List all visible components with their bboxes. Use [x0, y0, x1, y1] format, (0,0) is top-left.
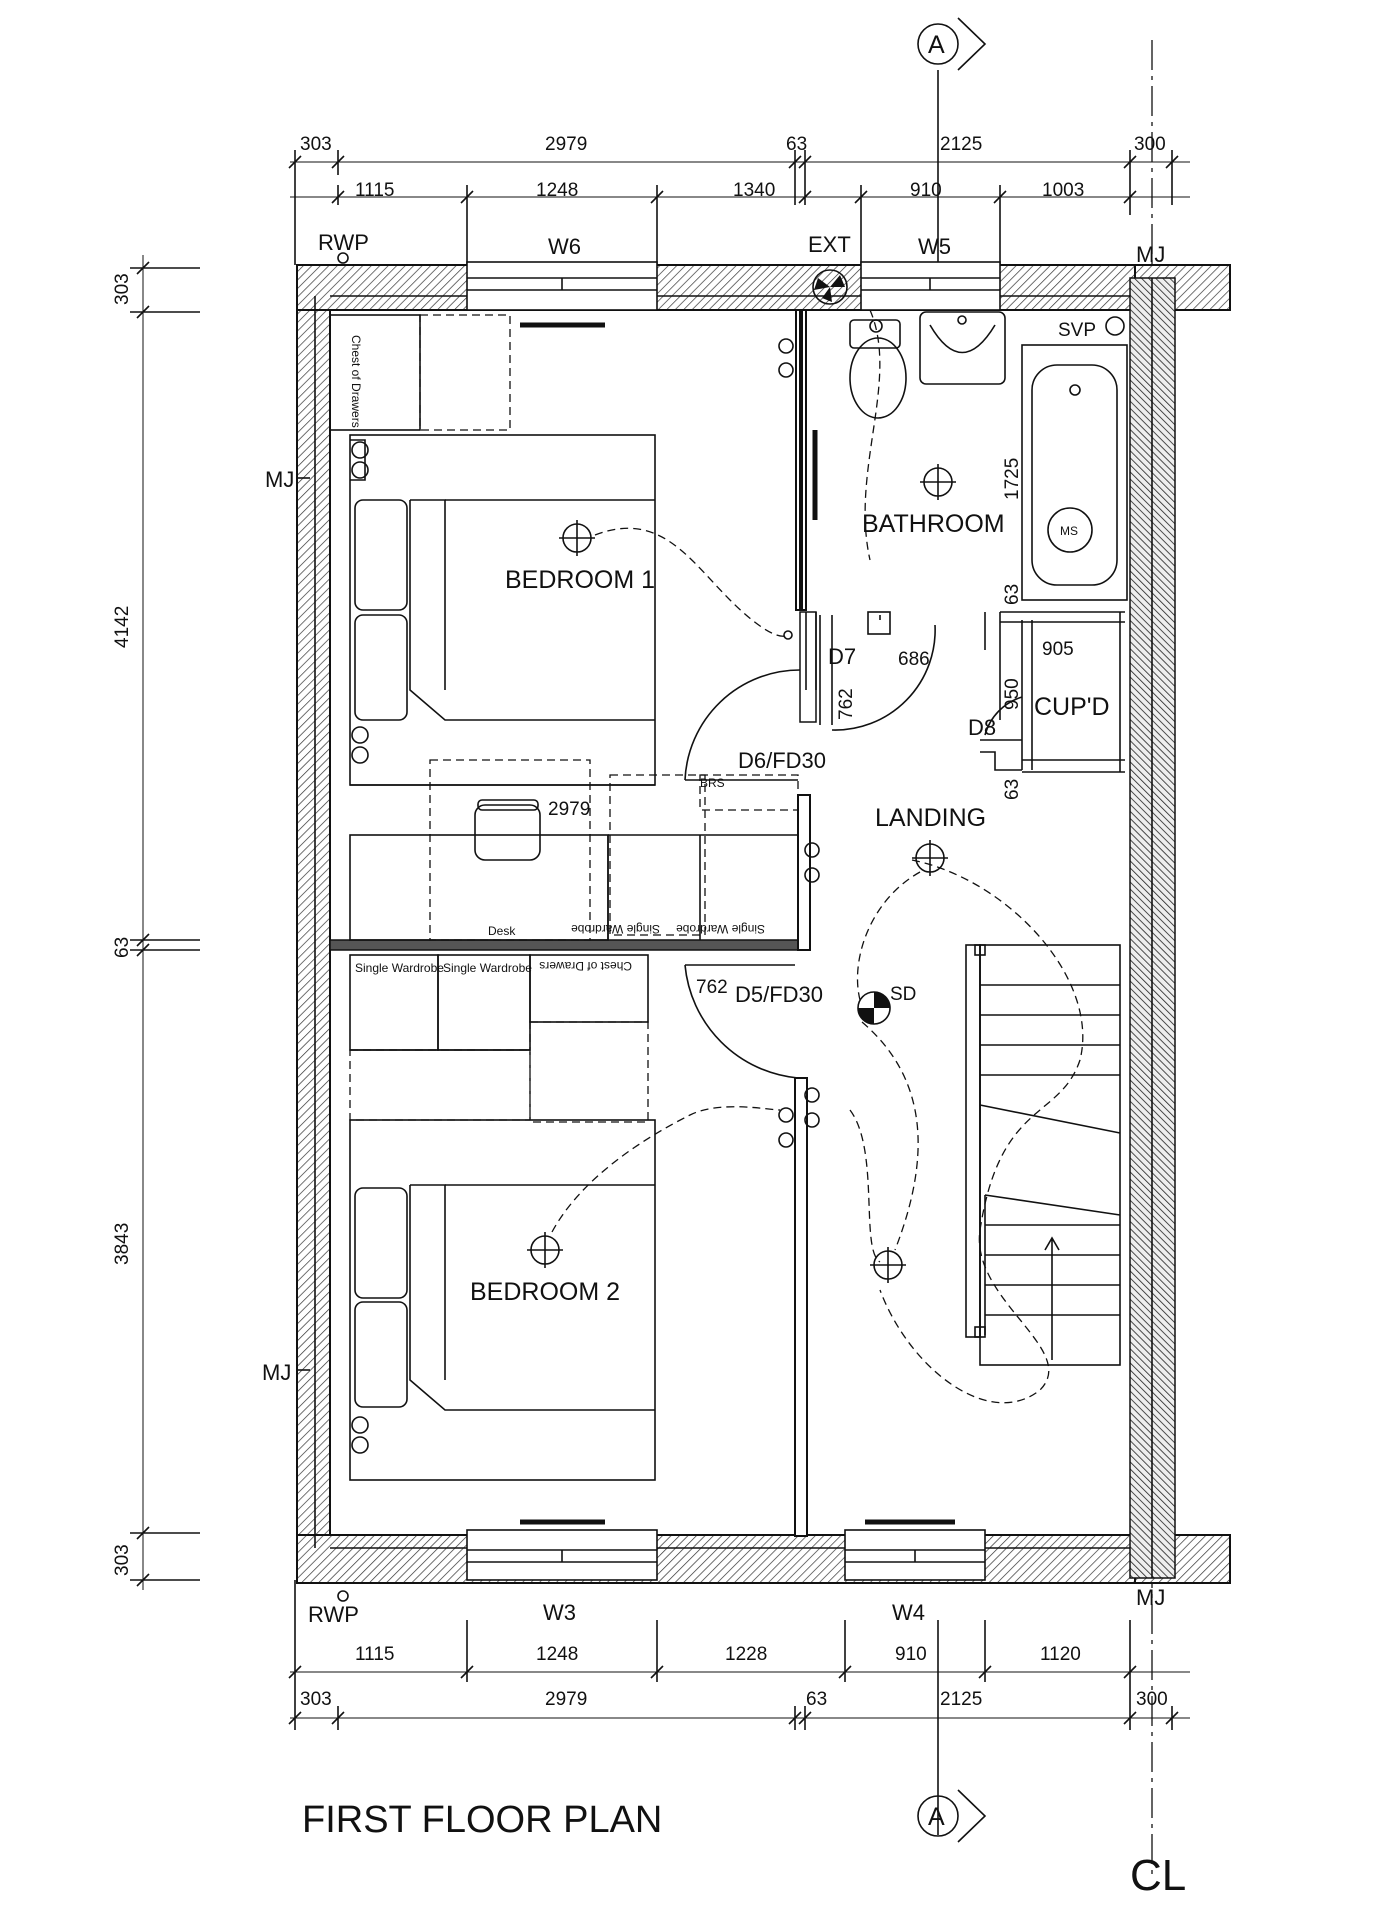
dim-top-outer-1: 303	[300, 134, 332, 155]
dim-top-inner-1: 1115	[355, 180, 394, 201]
dim-bottom-outer-1: 303	[300, 1689, 332, 1710]
dim-left-5: 303	[112, 1544, 133, 1576]
svg-text:A: A	[928, 31, 945, 59]
dim-bath-length: 1725	[1002, 458, 1023, 500]
extractor-fan-icon	[812, 269, 848, 305]
dim-bottom-inner-5: 1120	[1040, 1644, 1081, 1665]
dim-bottom-inner-4: 910	[895, 1644, 927, 1665]
mj-bottom-label: MJ	[1136, 1585, 1165, 1610]
doors	[684, 615, 1023, 1079]
dim-top-outer-5: 300	[1134, 134, 1166, 155]
door-d7-label: D7	[828, 644, 856, 669]
section-marker-bottom: A	[917, 1789, 987, 1843]
dim-bottom-outer-2: 2979	[545, 1689, 587, 1710]
room-label-bedroom-1: BEDROOM 1	[505, 566, 655, 594]
windows	[466, 261, 1001, 1581]
dim-left-2: 4142	[112, 606, 133, 648]
dim-bottom-inner-2: 1248	[536, 1644, 578, 1665]
dim-top-outer-4: 2125	[940, 134, 982, 155]
room-labels: BEDROOM 1 BEDROOM 2 BATHROOM LANDING CUP…	[470, 510, 1110, 1306]
ceiling-light-icon	[559, 520, 595, 556]
room-label-bedroom-2: BEDROOM 2	[470, 1278, 620, 1306]
desk-label: Desk	[488, 924, 516, 938]
dim-cupd-950: 950	[1002, 678, 1023, 710]
dim-bottom-outer-4: 2125	[940, 1689, 982, 1710]
chest-of-drawers-1: Chest of Drawers	[349, 335, 363, 428]
rwp-bottom-label: RWP	[308, 1602, 359, 1627]
wardrobe-c: Single Wardrobe	[355, 961, 444, 975]
mixer-shower-icon	[1047, 507, 1093, 553]
bedroom1-furniture: Chest of Drawers Desk Single Wardrobe Si…	[329, 314, 799, 941]
ceiling-light-icon	[870, 1247, 906, 1283]
dimensions-top: 303 2979 63 2125 300 1115 1248 1340 910 …	[288, 134, 1190, 270]
ceiling-light-icon	[527, 1232, 563, 1268]
wardrobe-b: Single Wardrobe	[676, 922, 765, 936]
internal-walls	[329, 309, 1125, 1537]
room-label-bathroom: BATHROOM	[862, 510, 1005, 538]
ceiling-light-icon	[920, 464, 956, 500]
window-w6-label: W6	[548, 234, 581, 259]
dim-top-inner-2: 1248	[536, 180, 578, 201]
mj-left-2-label: MJ	[262, 1360, 291, 1385]
rwp-top-label: RWP	[318, 230, 369, 255]
smoke-detector-icon	[857, 991, 891, 1025]
dim-top-outer-2: 2979	[545, 134, 587, 155]
door-d8-label: D8	[968, 715, 996, 740]
plan-title: FIRST FLOOR PLAN	[302, 1799, 662, 1841]
door-d6-label: D6/FD30	[738, 748, 826, 773]
ms-label: MS	[1060, 524, 1078, 538]
window-w5-label: W5	[918, 234, 951, 259]
ceiling-light-icon	[912, 840, 948, 876]
brs-label: BRS	[700, 776, 725, 790]
desk-width-label: 2979	[548, 799, 590, 820]
dim-bottom-outer-3: 63	[806, 1689, 827, 1710]
wardrobe-d: Single Wardrobe	[443, 961, 532, 975]
chest-of-drawers-2: Chest of Drawers	[539, 959, 632, 973]
landing-fixtures: SD	[804, 840, 1084, 1404]
annotations: RWP RWP W6 W5 W3 W4 EXT MJ MJ MJ MJ D7 D…	[262, 230, 1165, 1627]
dim-left-3: 63	[112, 937, 133, 958]
mj-left-1-label: MJ	[265, 467, 294, 492]
bathroom-fixtures: MS SVP	[812, 269, 1128, 635]
dimensions-bottom: 1115 1248 1228 910 1120 303 2979 63 2125…	[288, 1580, 1190, 1730]
section-marker-top: A	[917, 17, 987, 71]
dim-top-inner-4: 910	[910, 180, 942, 201]
wardrobe-a: Single Wardrobe	[571, 922, 660, 936]
window-w3-label: W3	[543, 1600, 576, 1625]
dim-bottom-inner-1: 1115	[355, 1644, 394, 1665]
door-d5-label: D5/FD30	[735, 982, 823, 1007]
dim-door-762b: 762	[696, 977, 728, 998]
dim-top-inner-3: 1340	[733, 180, 775, 201]
dim-bath-63a: 63	[1002, 584, 1023, 605]
dim-door-762a: 762	[836, 688, 857, 720]
room-label-landing: LANDING	[875, 804, 986, 832]
centerline-symbol: CL	[1130, 1851, 1186, 1900]
ext-label: EXT	[808, 232, 851, 257]
svg-text:A: A	[928, 1803, 945, 1831]
dimensions-left: 303 4142 63 3843 303	[112, 255, 200, 1590]
dim-left-4: 3843	[112, 1223, 133, 1265]
window-w4-label: W4	[892, 1600, 925, 1625]
mj-top-label: MJ	[1136, 242, 1165, 267]
room-label-cupboard: CUP'D	[1034, 693, 1110, 721]
svp-label: SVP	[1058, 320, 1096, 341]
dim-left-1: 303	[112, 273, 133, 305]
dim-cupd-905: 905	[1042, 639, 1074, 660]
dim-bath-63b: 63	[1002, 779, 1023, 800]
bedroom2-furniture: Single Wardrobe Single Wardrobe Chest of…	[349, 954, 794, 1481]
sd-label: SD	[890, 984, 916, 1005]
dim-door-686: 686	[898, 649, 930, 670]
dim-top-inner-5: 1003	[1042, 180, 1084, 201]
staircase	[965, 944, 1121, 1366]
dim-bottom-inner-3: 1228	[725, 1644, 767, 1665]
dim-top-outer-3: 63	[786, 134, 807, 155]
